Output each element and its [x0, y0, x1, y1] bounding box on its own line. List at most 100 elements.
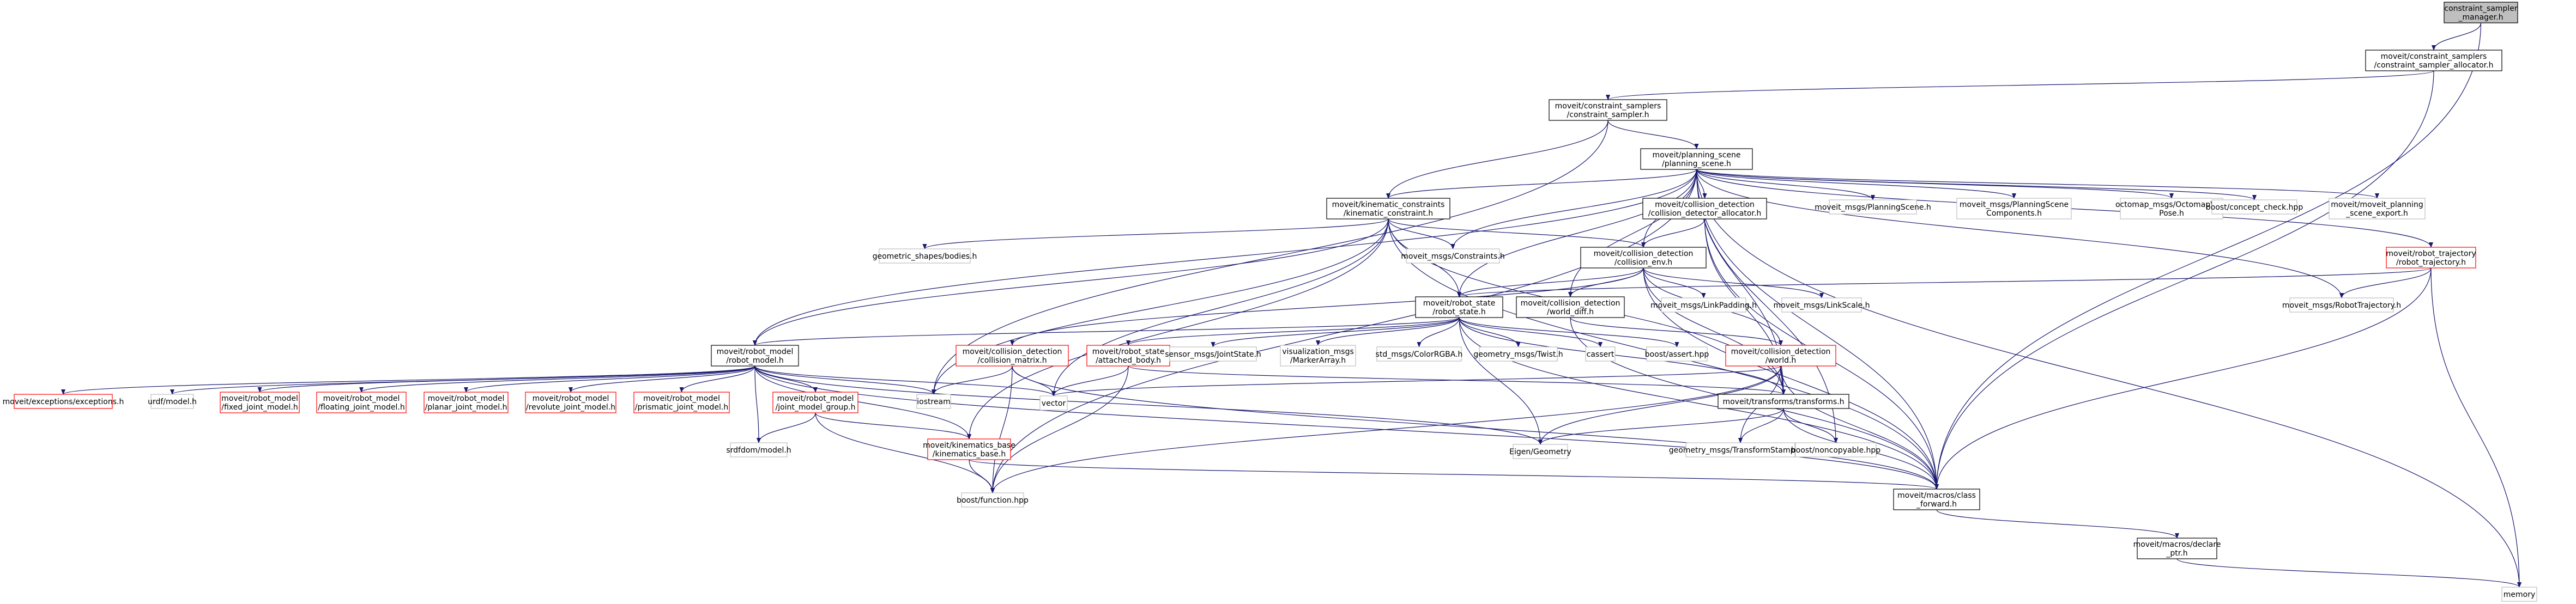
node-label: memory: [2504, 590, 2536, 599]
node-box: [1718, 394, 1849, 409]
file-node: geometry_msgs/Twist.h: [1473, 346, 1563, 362]
node-box: [879, 248, 971, 264]
file-node[interactable]: moveit/robot_model/revolute_joint_model.…: [525, 392, 616, 413]
node-box: [1406, 248, 1500, 264]
dependency-edge-n20-n34: [464, 365, 755, 393]
node-box: [961, 492, 1024, 508]
node-box: [2137, 538, 2217, 559]
dependency-edge-n21-n47: [1012, 365, 1939, 490]
dependency-edge-n3-n13: [1450, 169, 1697, 249]
node-box: [2211, 199, 2297, 215]
file-node[interactable]: moveit/kinematic_constraints/kinematic_c…: [1326, 198, 1450, 219]
node-box: [1086, 345, 1170, 367]
file-node[interactable]: constraint_sampler_manager.h: [2444, 2, 2518, 23]
file-node[interactable]: moveit/transforms/transforms.h: [1718, 394, 1849, 409]
file-node[interactable]: moveit/robot_model/planar_joint_model.h: [424, 392, 509, 413]
dependency-edge-n42-n47: [969, 459, 1939, 490]
file-node[interactable]: moveit/kinematics_base/kinematics_base.h: [923, 438, 1015, 460]
file-node[interactable]: moveit/collision_detection/collision_mat…: [956, 345, 1069, 367]
file-node: boost/concept_check.hpp: [2206, 199, 2303, 215]
node-box: [424, 392, 509, 413]
file-node[interactable]: moveit/robot_model/floating_joint_model.…: [316, 392, 407, 413]
node-box: [2501, 587, 2537, 602]
file-node[interactable]: moveit/collision_detection/world_diff.h: [1516, 296, 1625, 318]
dependency-edge-n4-n42: [967, 218, 1389, 440]
file-node[interactable]: moveit/exceptions/exceptions.h: [3, 394, 124, 409]
node-label: moveit/robot_model: [428, 394, 505, 403]
dependency-edge-n18-n28: [1459, 317, 1679, 347]
node-label: sensor_msgs/JointState.h: [1165, 350, 1261, 359]
node-label: moveit_msgs/LinkScale.h: [1774, 301, 1870, 310]
node-label: moveit/robot_model: [643, 394, 720, 403]
file-node[interactable]: moveit/planning_scene/planning_scene.h: [1640, 148, 1753, 170]
file-node[interactable]: moveit/robot_state/robot_state.h: [1415, 296, 1503, 318]
node-label: geometry_msgs/Twist.h: [1473, 350, 1563, 359]
node-label: moveit/macros/declare: [2133, 540, 2221, 549]
dependency-edge-n21-n38: [932, 365, 1013, 395]
node-box: [711, 345, 799, 367]
dependency-edge-n29-n47: [1780, 365, 1939, 490]
file-node: boost/assert.hpp: [1645, 346, 1709, 362]
file-node[interactable]: moveit/robot_model/robot_model.h: [711, 345, 799, 367]
dependency-edge-n40-n43: [1538, 408, 1784, 445]
node-label: /joint_model_group.h: [776, 403, 856, 412]
file-node[interactable]: moveit/constraint_samplers/constraint_sa…: [2365, 50, 2502, 71]
file-node[interactable]: moveit/constraint_samplers/constraint_sa…: [1549, 99, 1667, 121]
dependency-edge-n40-n44: [1738, 408, 1784, 443]
file-node[interactable]: moveit/robot_model/joint_model_group.h: [772, 392, 858, 413]
node-label: /robot_model.h: [726, 356, 784, 365]
dependency-edge-n18-n25: [1417, 317, 1460, 347]
dependency-edge-n4-n38: [932, 218, 1389, 395]
file-node: iostream: [916, 394, 951, 409]
node-label: /collision_detector_allocator.h: [1648, 209, 1761, 218]
node-label: moveit/collision_detection: [1655, 200, 1755, 209]
node-box: [1479, 346, 1558, 362]
dependency-edge-n48-n49: [2176, 558, 2521, 588]
file-node: urdf/model.h: [148, 394, 197, 409]
node-box: [1039, 395, 1068, 411]
dependency-edge-n1-n2: [1606, 70, 2434, 100]
file-node[interactable]: moveit/collision_detection/collision_env…: [1580, 247, 1707, 269]
node-label: /floating_joint_model.h: [318, 403, 404, 412]
node-label: /prismatic_joint_model.h: [635, 403, 728, 412]
node-box: [927, 438, 1011, 460]
node-label: moveit/collision_detection: [963, 347, 1062, 356]
node-label: moveit/robot_model: [533, 394, 609, 403]
node-label: /fixed_joint_model.h: [221, 403, 298, 412]
node-label: _forward.h: [1916, 500, 1957, 509]
dependency-edge-n20-n32: [257, 365, 755, 393]
file-node[interactable]: moveit/macros/class_forward.h: [1893, 489, 1980, 510]
file-node: boost/noncopyable.hpp: [1791, 442, 1880, 457]
node-label: octomap_msgs/OctomapWith: [2115, 200, 2228, 209]
node-label: constraint_sampler: [2444, 4, 2517, 13]
file-node[interactable]: moveit/macros/declare_ptr.h: [2133, 538, 2221, 559]
node-box: [1415, 296, 1503, 318]
dependency-edge-n4-n12: [922, 218, 1389, 249]
node-label: moveit/collision_detection: [1594, 249, 1694, 258]
node-label: _ptr.h: [2166, 549, 2187, 558]
dependency-edge-n3-n7: [1696, 169, 2016, 199]
file-node[interactable]: moveit/collision_detection/world.h: [1725, 345, 1836, 367]
dependency-edge-n11-n17: [2339, 267, 2432, 298]
node-box: [1585, 346, 1616, 362]
node-label: moveit/moveit_planning: [2331, 200, 2423, 209]
node-label: Eigen/Geometry: [1509, 448, 1571, 456]
node-box: [525, 392, 616, 413]
node-label: boost/noncopyable.hpp: [1791, 446, 1880, 455]
node-box: [1169, 346, 1257, 362]
file-node[interactable]: moveit/collision_detection/collision_det…: [1642, 198, 1767, 219]
dependency-edge-n11-n49: [2430, 267, 2521, 588]
file-node[interactable]: moveit/robot_model/prismatic_joint_model…: [633, 392, 730, 413]
dependency-edge-n22-n39: [1051, 365, 1129, 396]
file-node[interactable]: moveit/robot_trajectory/robot_trajectory…: [2386, 247, 2476, 269]
dependency-edge-n18-n20: [753, 317, 1460, 346]
file-node[interactable]: moveit/robot_model/fixed_joint_model.h: [220, 392, 300, 413]
node-label: moveit/robot_model: [717, 347, 794, 356]
dependency-edge-n18-n26: [1459, 317, 1521, 347]
dependency-edge-n20-n47: [754, 365, 1939, 490]
file-node[interactable]: moveit/robot_state/attached_body.h: [1086, 345, 1170, 367]
file-node: srdfdom/model.h: [726, 442, 791, 457]
dependency-edge-n3-n49: [1696, 169, 2521, 588]
dependency-edge-n3-n47: [1696, 169, 1939, 490]
